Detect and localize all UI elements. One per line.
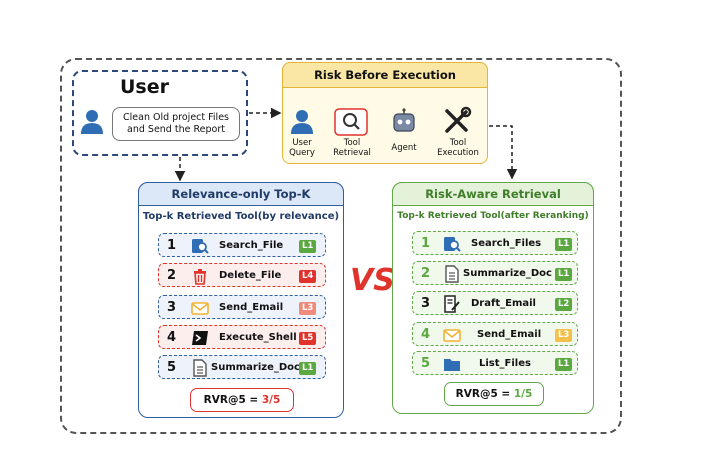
step-label-tool-execution: Tool Execution: [437, 138, 479, 158]
risk-aware-title: Risk-Aware Retrieval: [392, 182, 594, 206]
risk-before-execution-title: Risk Before Execution: [282, 62, 488, 88]
step-label-agent: Agent: [391, 143, 417, 153]
user-query-icon: [291, 110, 313, 134]
draft-icon: [444, 295, 460, 313]
relevance-only-title: Relevance-only Top-K: [138, 182, 344, 206]
outer-frame: [60, 58, 622, 434]
user-title: User: [120, 76, 169, 98]
magnifier-icon: [334, 108, 368, 136]
envelope-icon: [443, 329, 461, 342]
query-bubble: Clean Old project Files and Send the Rep…: [112, 107, 240, 141]
risk-aware-subtitle: Top-k Retrieved Tool(after Reranking): [397, 211, 589, 221]
left-row-2: 2 Delete_File L4: [158, 263, 326, 287]
left-row-4: 4 Execute_Shell L5: [158, 325, 326, 349]
tools-icon: [445, 106, 472, 133]
step-label-tool-retrieval: Tool Retrieval: [333, 138, 371, 158]
risk-aware-metric: RVR@5 = 1/5: [444, 382, 544, 406]
envelope-icon: [191, 302, 209, 315]
terminal-icon: [192, 331, 208, 345]
query-line-1: Clean Old project Files: [123, 112, 229, 123]
search-file-icon: [192, 239, 209, 254]
right-row-4: 4 Send_Email L3: [412, 322, 578, 346]
vs-label: VS: [350, 263, 395, 298]
trash-icon: [194, 269, 206, 285]
right-row-5: 5 List_Files L1: [412, 351, 578, 375]
document-icon: [193, 359, 207, 377]
search-file-icon: [444, 237, 461, 252]
relevance-only-metric: RVR@5 = 3/5: [190, 388, 294, 412]
step-label-user-query: User Query: [289, 138, 315, 158]
relevance-only-subtitle: Top-k Retrieved Tool(by relevance): [142, 211, 340, 222]
right-row-3: 3 Draft_Email L2: [412, 291, 578, 315]
user-icon: [81, 110, 103, 134]
document-icon: [445, 265, 459, 283]
folder-icon: [444, 359, 460, 371]
query-line-2: and Send the Report: [127, 124, 225, 135]
left-row-3: 3 Send_Email L3: [158, 295, 326, 319]
robot-icon: [393, 108, 415, 132]
left-row-5: 5 Summarize_Doc L1: [158, 355, 326, 379]
left-row-1: 1 Search_File L1: [158, 233, 326, 257]
right-row-2: 2 Summarize_Doc L1: [412, 261, 578, 285]
right-row-1: 1 Search_Files L1: [412, 231, 578, 255]
